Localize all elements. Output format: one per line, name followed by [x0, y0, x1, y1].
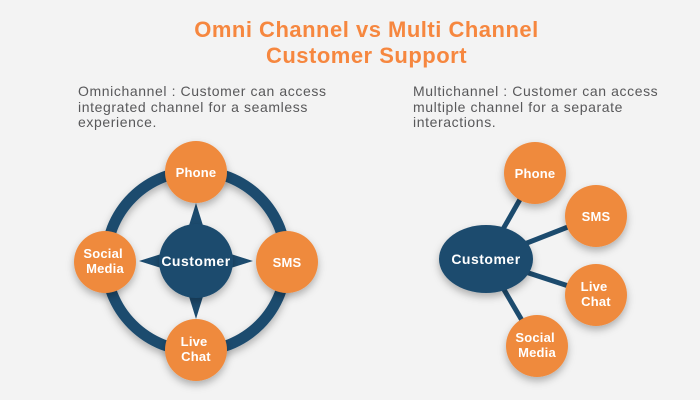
omnichannel-description-line2: integrated channel for a seamless [78, 98, 308, 115]
omnichannel-description: Omnichannel : Customer can access integr… [78, 83, 378, 131]
multichannel-diagram: Customer Phone SMS Live Chat Social Medi… [439, 142, 627, 377]
omnichannel-phone-node [165, 141, 227, 203]
multichannel-sms-label: SMS [582, 209, 611, 224]
multichannel-live-chat-label: Live Chat [581, 279, 612, 309]
multichannel-description: Multichannel : Customer can access multi… [413, 83, 700, 131]
omnichannel-description-line3: experience. [78, 114, 157, 130]
multichannel-description-line2: multiple channel for a separate [413, 98, 624, 115]
omnichannel-diagram: Customer Phone SMS Live Chat Social Medi… [74, 141, 318, 381]
multichannel-hub-ellipse [439, 225, 533, 293]
omnichannel-social-media-label: Social Media [83, 246, 126, 276]
multichannel-phone-node [504, 142, 566, 204]
multichannel-phone-label: Phone [515, 166, 556, 181]
omnichannel-sms-node [256, 231, 318, 293]
omnichannel-hub-label: Customer [161, 253, 230, 269]
omnichannel-description-line1: Omnichannel : Customer can access [78, 83, 327, 99]
multichannel-description-line1: Multichannel : Customer can access [413, 83, 659, 99]
omnichannel-social-media-node [74, 231, 136, 293]
omnichannel-live-chat-node [165, 319, 227, 381]
multichannel-social-media-node [506, 315, 568, 377]
multichannel-hub-label: Customer [451, 251, 520, 267]
page-title-line1: Omni Channel vs Multi Channel [194, 17, 539, 42]
omnichannel-hub-circle [159, 224, 233, 298]
multichannel-description-line3: interactions. [413, 114, 497, 130]
multichannel-social-media-label: Social Media [515, 330, 558, 360]
multichannel-sms-node [565, 185, 627, 247]
omnichannel-sms-label: SMS [273, 255, 302, 270]
page-title: Omni Channel vs Multi Channel Customer S… [33, 17, 700, 69]
omnichannel-phone-label: Phone [176, 165, 217, 180]
page-title-line2: Customer Support [265, 43, 468, 68]
omnichannel-live-chat-label: Live Chat [181, 334, 212, 364]
multichannel-live-chat-node [565, 264, 627, 326]
